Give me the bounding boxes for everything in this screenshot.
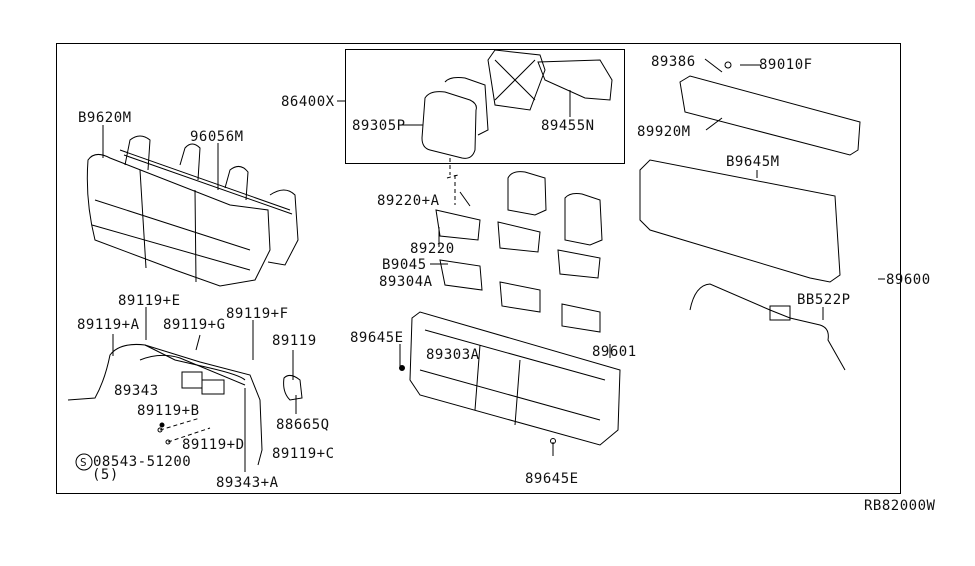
label-89119c[interactable]: 89119+C <box>272 446 335 462</box>
label-96056m[interactable]: 96056M <box>190 129 244 145</box>
label-89119b[interactable]: 89119+B <box>137 403 200 419</box>
label-89119e[interactable]: 89119+E <box>118 293 181 309</box>
label-89645m[interactable]: B9645M <box>726 154 780 170</box>
seatback-assembly-drawing <box>86 135 299 287</box>
label-08543-qty: (5) <box>92 467 119 483</box>
label-88665q[interactable]: 88665Q <box>276 417 330 433</box>
label-89010f[interactable]: 89010F <box>759 57 813 73</box>
label-89119[interactable]: 89119 <box>272 333 317 349</box>
label-89220[interactable]: 89220 <box>410 241 455 257</box>
label-89343[interactable]: 89343 <box>114 383 159 399</box>
label-86400x[interactable]: 86400X <box>281 94 335 110</box>
label-89600[interactable]: 89600 <box>886 272 931 288</box>
label-89645e-bottom[interactable]: 89645E <box>525 471 579 487</box>
label-89304a[interactable]: 89304A <box>379 274 433 290</box>
label-89620m[interactable]: B9620M <box>78 110 132 126</box>
label-88522p[interactable]: BB522P <box>797 292 851 308</box>
label-89645e-left[interactable]: 89645E <box>350 330 404 346</box>
label-89455n[interactable]: 89455N <box>541 118 595 134</box>
label-89601[interactable]: 89601 <box>592 344 637 360</box>
headrest-kit-box <box>345 49 625 164</box>
label-89119a[interactable]: 89119+A <box>77 317 140 333</box>
label-89343a[interactable]: 89343+A <box>216 475 279 491</box>
diagram-code: RB82000W <box>864 498 936 514</box>
s-symbol-circle <box>75 453 93 471</box>
label-89386[interactable]: 89386 <box>651 54 696 70</box>
wiring-harness-drawing <box>67 344 556 466</box>
label-89119f[interactable]: 89119+F <box>226 306 289 322</box>
seat-frame-drawing <box>409 171 621 446</box>
label-89303a[interactable]: 89303A <box>426 347 480 363</box>
label-89220a[interactable]: 89220+A <box>377 193 440 209</box>
right-parts-drawing <box>639 61 861 371</box>
leader-lines <box>102 58 885 472</box>
headrest-kit-drawing <box>421 49 613 205</box>
label-89305p[interactable]: 89305P <box>352 118 406 134</box>
label-89920m[interactable]: 89920M <box>637 124 691 140</box>
label-89119g[interactable]: 89119+G <box>163 317 226 333</box>
label-89119d[interactable]: 89119+D <box>182 437 245 453</box>
label-89045[interactable]: B9045 <box>382 257 427 273</box>
s-symbol-text: S <box>80 456 88 469</box>
diagram-frame <box>56 43 901 494</box>
label-08543-51200[interactable]: 08543-51200 <box>93 454 192 470</box>
